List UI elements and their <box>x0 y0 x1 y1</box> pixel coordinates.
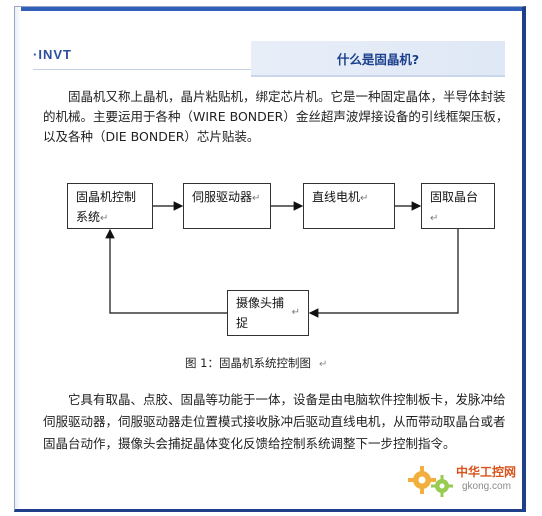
diagram-connectors <box>105 201 459 318</box>
body-paragraph: 它具有取晶、点胶、固晶等功能于一体，设备是由电脑软件控制板卡，发脉冲给伺服驱动器… <box>43 392 506 451</box>
title-box: 什么是固晶机? <box>251 41 505 77</box>
arrow-stage-to-camera <box>308 229 459 318</box>
gear-icon <box>408 466 453 497</box>
return-mark: ↵ <box>318 359 328 370</box>
figure-caption: 图 1：固晶机系统控制图 ↵ <box>185 355 327 371</box>
node-die-stage-label: 固取晶台 <box>430 190 479 204</box>
node-linear-motor-label: 直线电机 <box>312 190 361 204</box>
left-shade <box>15 7 21 509</box>
intro-paragraph: 固晶机又称上晶机，晶片粘贴机，绑定芯片机。它是一种固定晶体，半导体封装的机械。主… <box>43 89 509 144</box>
document-frame: ·INVT 什么是固晶机? 固晶机又称上晶机，晶片粘贴机，绑定芯片机。它是一种固… <box>14 6 526 512</box>
return-mark: ↵ <box>252 193 261 204</box>
return-mark: ↵ <box>360 193 369 204</box>
node-linear-motor: 直线电机↵ <box>303 183 395 229</box>
brand-underline <box>33 69 251 70</box>
node-camera-capture: 摄像头捕捉 ↵ <box>227 290 309 336</box>
control-system-diagram: 固晶机控制系统↵ 伺服驱动器↵ 直线电机↵ 固取晶台↵ 摄像头捕捉↵ <box>51 177 495 342</box>
arrow-camera-to-control <box>105 228 227 314</box>
return-mark: ↵ <box>291 307 300 318</box>
watermark-url: gkong.com <box>462 481 511 492</box>
top-accent-bar <box>15 7 522 11</box>
site-watermark: 中华工控网 gkong.com <box>404 460 530 500</box>
node-control-system: 固晶机控制系统↵ <box>67 183 153 229</box>
figure-caption-text: 图 1：固晶机系统控制图 <box>185 356 311 370</box>
watermark-site-name: 中华工控网 <box>456 465 517 479</box>
return-mark: ↵ <box>100 213 109 224</box>
return-mark: ↵ <box>430 213 439 224</box>
node-servo-driver: 伺服驱动器↵ <box>183 183 271 229</box>
node-servo-driver-label: 伺服驱动器 <box>192 190 253 204</box>
node-camera-capture-label: 摄像头捕捉 <box>236 296 285 330</box>
node-die-stage: 固取晶台 ↵ <box>421 183 495 229</box>
page-title: 什么是固晶机? <box>336 51 420 67</box>
node-control-system-label: 固晶机控制系统 <box>76 190 137 224</box>
brand-label: ·INVT <box>33 47 72 62</box>
